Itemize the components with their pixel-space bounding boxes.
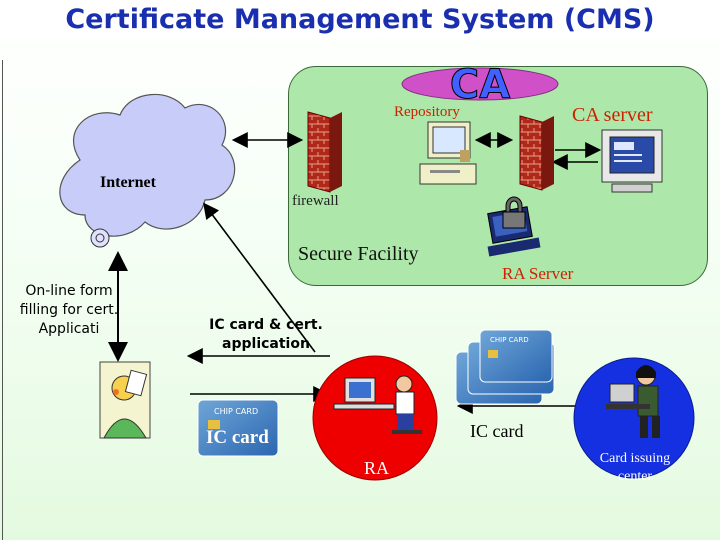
ra-server-lock-icon [487,196,541,257]
card-issuing-center-circle [573,357,695,479]
ic-card-right-label: IC card [470,421,524,441]
secure-facility-label: Secure Facility [298,243,419,265]
online-form-label: On-line form filling for cert. Applicati [19,283,119,337]
ra-server-label: RA Server [502,264,574,283]
card-center-operator-icon [606,365,660,438]
ca-logo: CA [401,62,559,109]
page-title: Certificate Management System (CMS) [65,4,655,35]
chip-card-left-text: CHIP CARD [214,407,258,416]
internet-cloud [59,94,236,248]
user-with-form-icon [99,361,151,439]
repository-computer-icon [419,121,477,185]
repository-label: Repository [394,104,460,120]
chip-card-stack: CHIP CARD [455,329,555,405]
ca-logo-text: CA [450,62,510,108]
chip-card-left: CHIP CARD [197,399,279,457]
firewall-wall-right [519,115,554,191]
left-border-line [2,60,3,540]
ra-label: RA [364,458,390,478]
chip-card-text: CHIP CARD [490,336,529,344]
internet-label: Internet [100,174,156,191]
ic-card-left-label: IC card [206,427,269,448]
ra-operator-icon [333,375,422,434]
firewall-label: firewall [292,193,339,209]
card-issuing-center-label: Card issuing center [599,451,671,484]
arrow-internet-ra [203,202,316,353]
ca-server-computer-icon [601,129,663,193]
ca-server-label: CA server [572,104,653,126]
ic-card-cert-application-label: IC card & cert. application [209,317,323,352]
firewall-wall-left [307,111,342,193]
